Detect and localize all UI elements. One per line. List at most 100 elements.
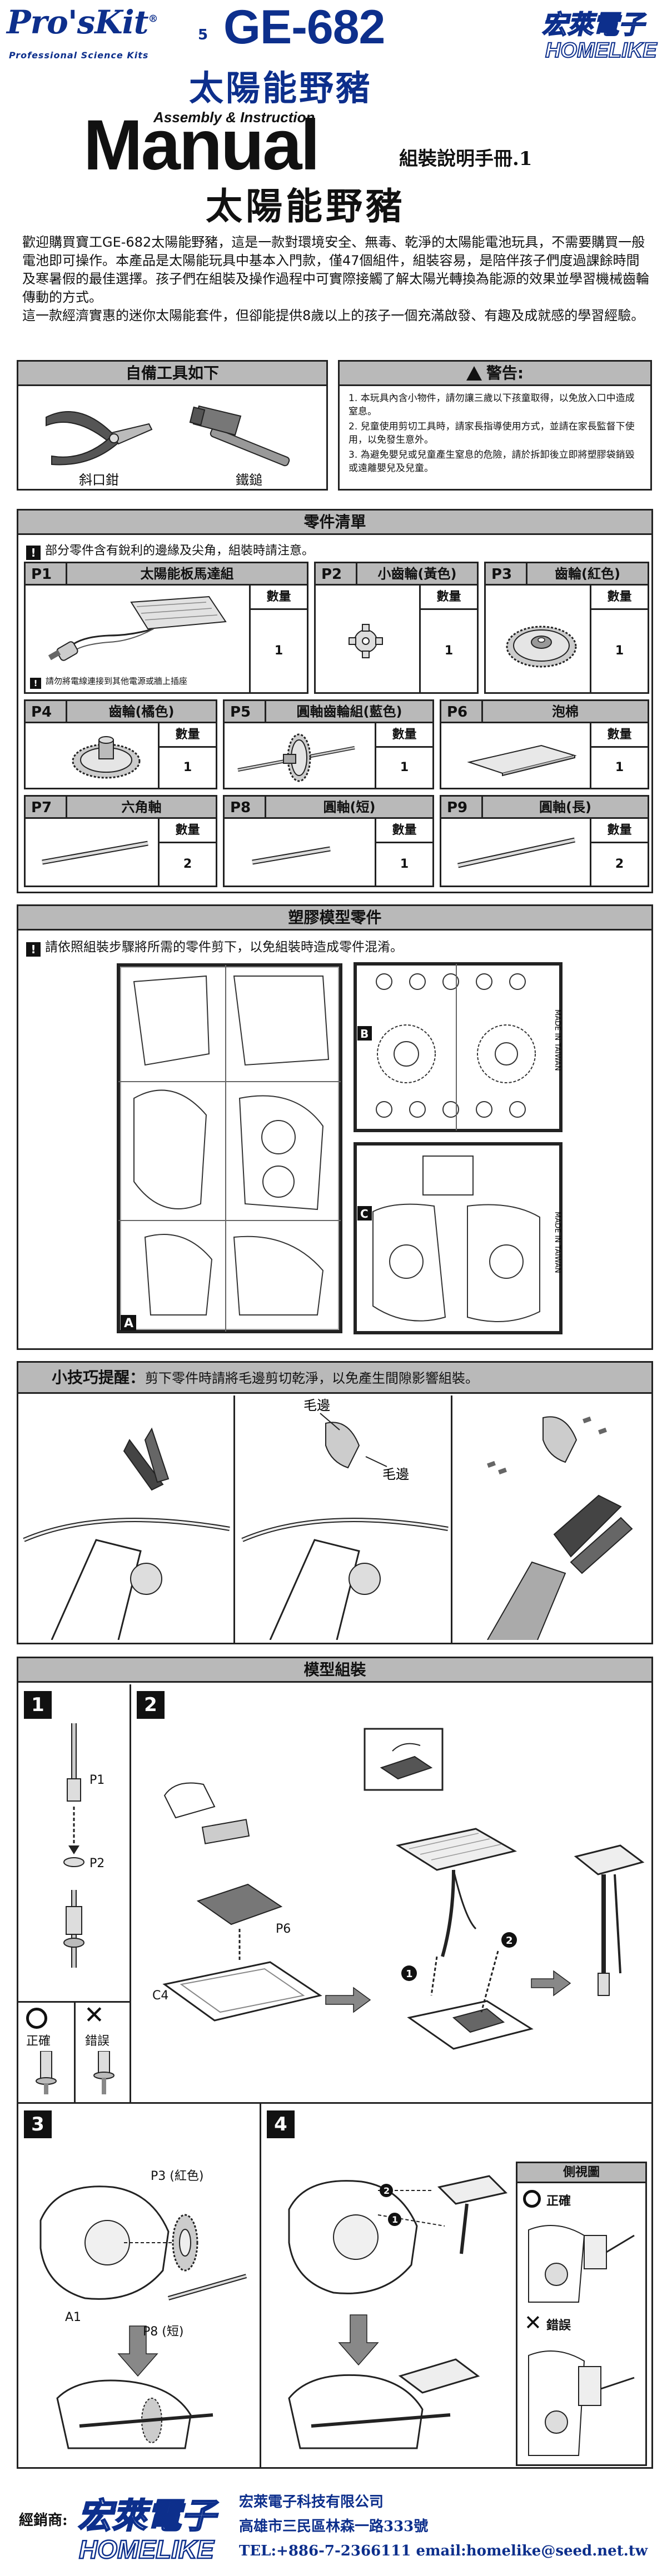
qty-value: 1 — [419, 610, 477, 692]
step-4-panel: 4 2 1 側視圖 正確 — [261, 2104, 651, 2469]
brand-tagline: Professional Science Kits — [9, 50, 149, 61]
hammer-icon — [189, 405, 290, 467]
tip-panel-3 — [454, 1395, 653, 1644]
part-name: 齒輪(紅色) — [526, 563, 648, 586]
p1-note: !請勿將電線連接到其他電源或牆上插座 — [30, 675, 187, 689]
plastic-note: !請依照組裝步驟將所需的零件剪下，以免組裝時造成零件混淆。 — [26, 936, 403, 957]
manual-subtitle: 組裝說明手冊.1 — [399, 148, 532, 170]
step-1-correct-label: 正確 — [26, 2034, 51, 2048]
plastic-parts-section: 塑膠模型零件 !請依照組裝步驟將所需的零件剪下，以免組裝時造成零件混淆。 A — [17, 904, 653, 1350]
tool-hammer-label: 鐵鎚 — [236, 472, 262, 488]
correct-shaft-icon — [36, 2051, 57, 2094]
correct-circle-icon — [523, 2190, 541, 2208]
short-shaft-icon — [252, 846, 331, 865]
qty-label: 數量 — [590, 586, 648, 610]
red-gear-icon — [506, 626, 577, 668]
tips-heading-text: 剪下零件時請將毛邊剪切乾淨，以免產生間隙影響組裝。 — [145, 1370, 479, 1386]
footer: 經銷商: 宏萊電子 HOMELIKE 宏萊電子科技有限公司 高雄市三民區林森一路… — [0, 2483, 667, 2572]
exclamation-icon: ! — [30, 678, 41, 689]
step-3-label-a1: A1 — [65, 2310, 82, 2324]
step-4-number: 4 — [267, 2110, 295, 2138]
tool-hammer: 鐵鎚 — [180, 395, 318, 489]
distributor-logo-en: HOMELIKE — [545, 38, 658, 63]
small-gear-icon — [349, 624, 383, 658]
manual-title: Manual — [83, 106, 320, 185]
part-name: 六角軸 — [66, 797, 216, 819]
step-2-circle-1: 1 — [406, 1968, 413, 1980]
qty-label: 數量 — [249, 586, 307, 610]
registered-mark: ® — [148, 13, 158, 25]
part-name: 圓軸(長) — [481, 797, 648, 819]
tips-heading: 小技巧提醒：剪下零件時請將毛邊剪切乾淨，以免產生間隙影響組裝。 — [18, 1363, 651, 1394]
qty-label: 數量 — [158, 819, 216, 843]
age-badge: 5 — [198, 27, 208, 43]
foam-pad-icon — [467, 744, 577, 777]
brand-name: Pro'sKit — [7, 3, 149, 41]
part-id: P6 — [447, 704, 468, 721]
part-card-p3: P3 齒輪(紅色) 數量 1 — [484, 562, 649, 694]
step-3-illustration — [39, 2185, 247, 2449]
hex-shaft-icon — [42, 841, 148, 865]
burr-label-2: 毛邊 — [382, 1467, 409, 1482]
warning-item: 2. 兒童使用剪切工具時，請家長指導使用方式，並請在家長監督下使用，以免發生意外… — [349, 421, 635, 446]
tool-pliers: 斜口鉗 — [29, 395, 168, 489]
qty-value: 1 — [249, 610, 307, 692]
step-4-circle-2: 2 — [384, 2185, 390, 2196]
part-name: 圓軸(短) — [265, 797, 432, 819]
burr-label-1: 毛邊 — [303, 1398, 330, 1413]
qty-label: 數量 — [158, 723, 216, 748]
distributor-logo-top: 宏萊電子 HOMELIKE — [541, 4, 661, 66]
tools-heading: 自備工具如下 — [18, 362, 326, 386]
step-1-number: 1 — [24, 1691, 52, 1719]
qty-label: 數量 — [590, 819, 648, 843]
part-id: P1 — [31, 566, 52, 583]
wrong-shaft-icon — [93, 2051, 115, 2094]
side-view-box: 側視圖 正確 ✕ 錯誤 — [516, 2162, 647, 2466]
warning-heading-text: 警告: — [486, 364, 524, 382]
solar-panel-motor-icon — [48, 596, 227, 661]
tips-heading-label: 小技巧提醒： — [52, 1368, 146, 1387]
step-2-label-p6: P6 — [276, 1922, 291, 1936]
step-2-number: 2 — [137, 1691, 165, 1719]
part-card-p1: P1 太陽能板馬達組 數量 1 !請勿將電線連接到其他電源或牆上插座 — [24, 562, 308, 694]
step-2-illustration: 1 2 — [162, 1728, 645, 2050]
distributor-logo-cn: 宏萊電子 — [77, 2495, 217, 2537]
sprue-b-made-in: MADE IN TAIWAN — [553, 1009, 561, 1071]
part-name: 太陽能板馬達組 — [66, 563, 307, 586]
part-name: 圓軸齒輪組(藍色) — [265, 701, 432, 723]
qty-label: 數量 — [375, 819, 432, 843]
distributor-logo-cn: 宏萊電子 — [541, 9, 645, 40]
sprue-sheet-b: B MADE IN TAIWAN — [354, 962, 563, 1132]
assembly-section: 模型組裝 1 P1 P2 正確 ✕ 錯誤 — [17, 1657, 653, 2469]
company-name: 宏萊電子科技有限公司 — [239, 2494, 384, 2510]
part-card-p4: P4 齒輪(橘色) 數量 1 — [24, 699, 217, 789]
side-view-correct-illustration — [528, 2225, 635, 2303]
step-3-label-p8: P8 (短) — [143, 2325, 184, 2339]
part-card-p7: P7 六角軸 數量 2 — [24, 795, 217, 887]
exclamation-icon: ! — [26, 546, 41, 560]
intro-paragraph-2: 這一款經濟實惠的迷你太陽能套件，但卻能提供8歲以上的孩子一個充滿啟發、有趣及成就… — [22, 308, 645, 323]
diagonal-pliers-icon — [46, 411, 153, 466]
part-id: P3 — [491, 566, 512, 583]
wrong-cross-icon: ✕ — [524, 2310, 542, 2335]
part-name: 齒輪(橘色) — [66, 701, 216, 723]
tip-trim-burr-illustration — [487, 1416, 633, 1640]
part-id: P9 — [447, 799, 468, 816]
qty-value: 2 — [158, 843, 216, 886]
step-4-circle-1: 1 — [392, 2214, 398, 2225]
tips-section: 小技巧提醒：剪下零件時請將毛邊剪切乾淨，以免產生間隙影響組裝。 毛邊 毛邊 — [17, 1361, 653, 1644]
correct-circle-icon — [26, 2008, 47, 2029]
warning-heading: 警告: — [340, 362, 650, 386]
blue-shaft-gear-icon — [237, 733, 355, 782]
qty-value: 1 — [590, 748, 648, 788]
part-card-p9: P9 圓軸(長) 數量 2 — [440, 795, 649, 887]
brand-logo: Pro'sKit® — [7, 3, 158, 41]
part-card-p5: P5 圓軸齒輪組(藍色) 數量 1 — [223, 699, 434, 789]
sprue-sheet-c: C MADE IN TAIWAN — [354, 1142, 563, 1334]
warning-triangle-icon — [466, 366, 482, 381]
step-4-illustration: 2 1 — [288, 2175, 507, 2449]
part-name: 小齒輪(黃色) — [356, 563, 477, 586]
exclamation-icon: ! — [26, 942, 41, 957]
qty-label: 數量 — [375, 723, 432, 748]
distributor-label: 經銷商: — [19, 2512, 68, 2529]
